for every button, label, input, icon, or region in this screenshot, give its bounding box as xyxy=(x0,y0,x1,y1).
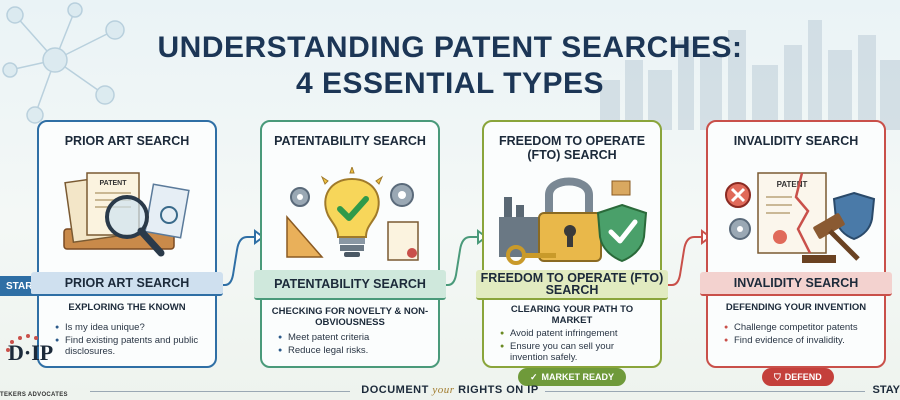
defend-badge: ⛉ DEFEND xyxy=(762,368,834,386)
title-line-1: UNDERSTANDING PATENT SEARCHES: xyxy=(157,31,743,64)
magnifying-glass-documents-icon: PATENT xyxy=(63,172,190,257)
city-skyline-decoration xyxy=(600,20,900,130)
card-band-label: INVALIDITY SEARCH xyxy=(700,272,892,296)
badge-label: DEFEND xyxy=(784,372,822,382)
network-decoration xyxy=(2,2,125,124)
logo-subtitle: TEKERS ADVOCATES xyxy=(0,392,68,398)
card-band-label: PRIOR ART SEARCH xyxy=(31,272,223,296)
card-band-label: PATENTABILITY SEARCH xyxy=(254,270,446,300)
padlock-shield-icon xyxy=(499,177,648,265)
list-item: Ensure you can sell your invention safel… xyxy=(500,341,654,363)
lightbulb-check-icon xyxy=(286,167,419,261)
list-item: Challenge competitor patents xyxy=(724,322,878,333)
card-invalidity-search: INVALIDITY SEARCH PATENT INVALIDITY SEAR… xyxy=(700,120,892,368)
list-item: Reduce legal risks. xyxy=(278,345,432,356)
card-subtitle: CLEARING YOUR PATH TO MARKET xyxy=(510,304,634,326)
illustration-patent-label: PATENT xyxy=(100,180,128,187)
card-title: PRIOR ART SEARCH xyxy=(64,134,190,148)
list-item: Is my idea unique? xyxy=(55,322,209,333)
footer-divider-left xyxy=(90,391,350,392)
market-ready-badge: ✓ MARKET READY xyxy=(518,368,627,386)
illustration-patent-label: PATENT xyxy=(777,180,808,189)
card-bullets: Challenge competitor patents Find eviden… xyxy=(724,322,878,348)
card-bullets: Meet patent criteria Reduce legal risks. xyxy=(278,332,432,358)
badge-label: MARKET READY xyxy=(541,372,615,382)
card-title: FREEDOM TO OPERATE (FTO) SEARCH xyxy=(498,134,646,162)
footer-divider-right xyxy=(545,391,865,392)
check-circle-icon: ✓ xyxy=(530,371,538,382)
footer-word-emphasis: your xyxy=(432,384,455,396)
title-line-2: 4 ESSENTIAL TYPES xyxy=(295,67,605,100)
list-item: Find existing patents and public disclos… xyxy=(55,335,209,357)
logo-dots-icon xyxy=(6,334,38,352)
card-subtitle: CHECKING FOR NOVELTY & NON-OBVIOUSNESS xyxy=(271,306,429,328)
card-band-label: FREEDOM TO OPERATE (FTO) SEARCH xyxy=(476,270,668,300)
footer-word-1: DOCUMENT xyxy=(361,384,429,396)
card-title: PATENTABILITY SEARCH xyxy=(274,134,426,148)
card-subtitle: DEFENDING YOUR INVENTION xyxy=(725,302,867,313)
footer-tagline: DOCUMENT your RIGHTS ON IP xyxy=(0,384,900,396)
card-title: INVALIDITY SEARCH xyxy=(733,134,859,148)
card-freedom-to-operate-search: FREEDOM TO OPERATE (FTO) SEARCH FREEDOM … xyxy=(476,120,668,368)
footer-word-2: RIGHTS ON IP xyxy=(458,384,539,396)
logo: D·IP xyxy=(8,340,54,365)
list-item: Avoid patent infringement xyxy=(500,328,654,339)
broken-patent-gavel-icon: PATENT xyxy=(725,172,876,263)
card-patentability-search: PATENTABILITY SEARCH PATENTABILITY SEARC… xyxy=(254,120,446,368)
list-item: Find evidence of invalidity. xyxy=(724,335,878,346)
card-prior-art-search: PRIOR ART SEARCH PATENT PRIOR ART SEARCH… xyxy=(31,120,223,368)
card-subtitle: EXPLORING THE KNOWN xyxy=(68,302,186,313)
card-bullets: Is my idea unique? Find existing patents… xyxy=(55,322,209,359)
page-title: UNDERSTANDING PATENT SEARCHES: 4 ESSENTI… xyxy=(0,30,900,102)
footer-stay-text: STAY xyxy=(872,384,900,396)
shield-icon: ⛉ xyxy=(774,371,781,382)
list-item: Meet patent criteria xyxy=(278,332,432,343)
card-bullets: Avoid patent infringement Ensure you can… xyxy=(500,328,654,365)
